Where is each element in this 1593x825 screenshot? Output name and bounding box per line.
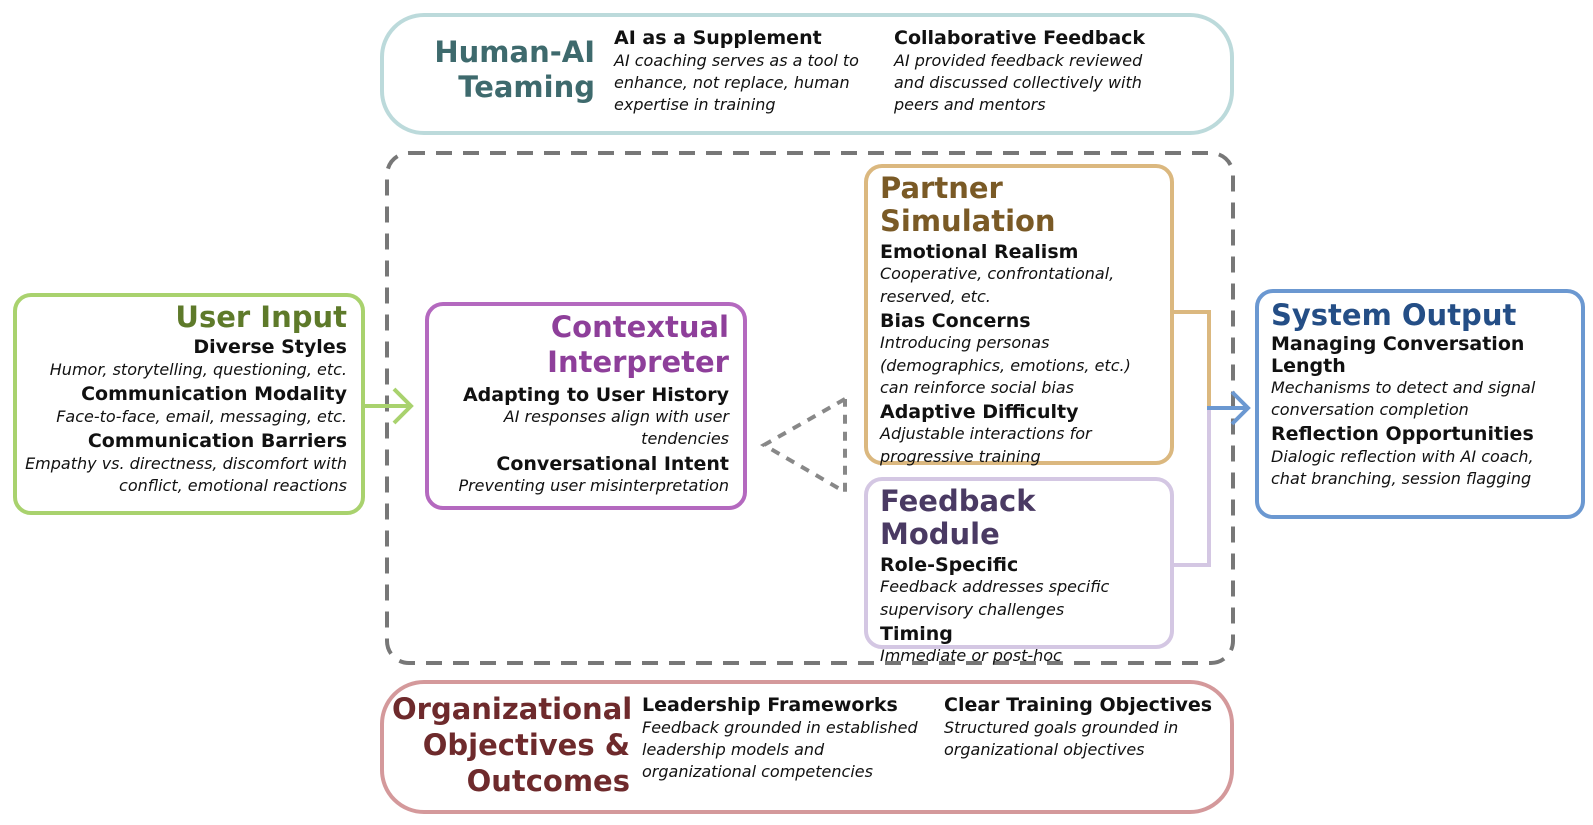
- output-arrowhead: [1230, 390, 1251, 426]
- input-arrowhead: [392, 387, 414, 425]
- org-item-leadership: Leadership Frameworks Feedback grounded …: [642, 694, 918, 781]
- partner-connector: [1172, 310, 1211, 408]
- feedback-title: Feedback Module: [880, 484, 1036, 552]
- user-input-item: Communication Barriers Empathy vs. direc…: [25, 430, 347, 495]
- partner-item: Bias Concerns Introducing personas (demo…: [880, 309, 1131, 397]
- feedback-item: Timing Immediate or post-hoc: [880, 622, 1062, 666]
- human-ai-teaming-box: Human-AI Teaming AI as a Supplement AI c…: [380, 13, 1234, 135]
- feedback-item: Role-Specific Feedback addresses specifi…: [880, 553, 1110, 619]
- output-item: Reflection Opportunities Dialogic reflec…: [1271, 423, 1534, 488]
- system-output-box: System Output Managing Conversation Leng…: [1255, 289, 1585, 519]
- user-input-item: Communication Modality Face-to-face, ema…: [56, 383, 347, 427]
- contextual-item: Adapting to User History AI responses al…: [462, 383, 729, 449]
- partner-title: Partner Simulation: [880, 171, 1056, 239]
- org-title: Organizational Objectives & Outcomes: [392, 692, 633, 798]
- feedback-connector: [1172, 408, 1211, 567]
- contextual-interpreter-box: Contextual Interpreter Adapting to User …: [425, 302, 747, 510]
- human-ai-item-collaborative: Collaborative Feedback AI provided feedb…: [894, 27, 1146, 114]
- feedback-module-box: Feedback Module Role-Specific Feedback a…: [864, 477, 1174, 665]
- contextual-title: Contextual Interpreter: [547, 310, 729, 379]
- user-input-box: User Input Diverse Styles Humor, storyte…: [13, 293, 365, 515]
- partner-simulation-box: Partner Simulation Emotional Realism Coo…: [864, 164, 1174, 466]
- output-title: System Output: [1271, 298, 1517, 332]
- output-item: Managing Conversation Length Mechanisms …: [1271, 333, 1536, 419]
- partner-item: Emotional Realism Cooperative, confronta…: [880, 240, 1115, 306]
- organizational-objectives-box: Organizational Objectives & Outcomes Lea…: [380, 680, 1234, 814]
- user-input-item: Diverse Styles Humor, storytelling, ques…: [49, 336, 347, 380]
- org-item-training-objectives: Clear Training Objectives Structured goa…: [944, 694, 1213, 759]
- human-ai-item-supplement: AI as a Supplement AI coaching serves as…: [614, 27, 859, 114]
- user-input-title: User Input: [175, 300, 347, 334]
- human-ai-title: Human-AI Teaming: [434, 35, 595, 105]
- dotted-triangle: [759, 397, 847, 496]
- contextual-item: Conversational Intent Preventing user mi…: [458, 452, 729, 496]
- partner-item: Adaptive Difficulty Adjustable interacti…: [880, 400, 1092, 466]
